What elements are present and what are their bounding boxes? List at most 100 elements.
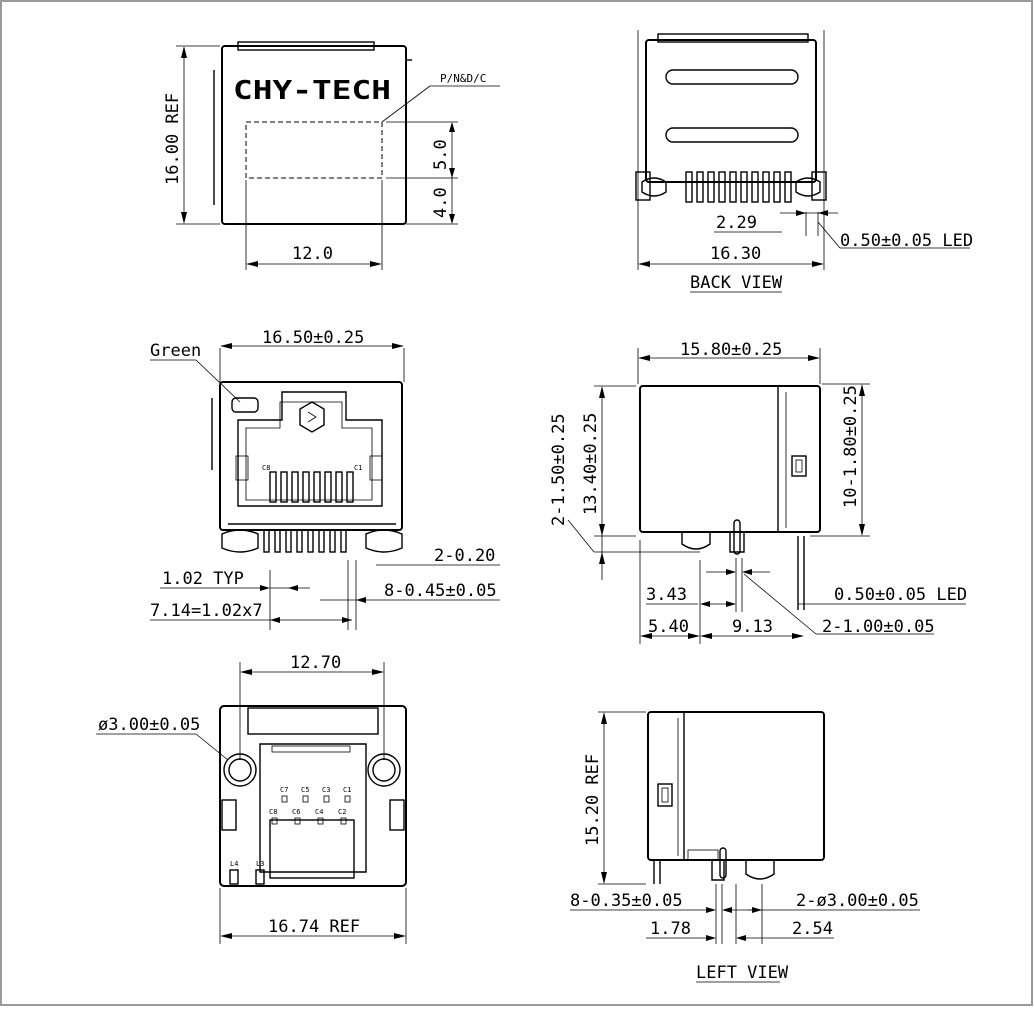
- led-pin-l3: L3: [256, 860, 264, 868]
- back-view: 2.29 0.50±0.05 LED 16.30 BACK VIEW: [635, 30, 973, 293]
- dim-pin-diameter: 8-0.45±0.05: [384, 581, 497, 601]
- dim-left-height: 15.20 REF: [583, 754, 603, 846]
- dim-back-pitch: 2.29: [716, 213, 757, 233]
- left-post: [719, 847, 727, 879]
- front-pin: [340, 529, 347, 553]
- dim-side-post: 2-1.00±0.05: [822, 617, 935, 637]
- dim-hole-spacing: 12.70: [290, 653, 341, 673]
- front-contact: [291, 471, 299, 503]
- front-pins: [263, 529, 347, 553]
- mount-hole-right: [367, 753, 401, 787]
- bottom-pin-pad: [281, 795, 288, 803]
- dim-back-led: 0.50±0.05 LED: [840, 231, 973, 251]
- logo-text: CHY-TECH: [233, 76, 391, 106]
- back-pin: [729, 171, 737, 203]
- left-view-title: LEFT VIEW: [696, 963, 789, 983]
- left-view: 15.20 REF 8-0.35±0.05 2-ø3.00±0.05 1.78 …: [570, 711, 920, 983]
- dim-side-height: 13.40±0.25: [581, 413, 601, 515]
- bottom-pin-label: C2: [338, 808, 346, 816]
- front-pin: [318, 529, 325, 553]
- back-pin: [707, 171, 715, 203]
- bottom-pin-label: C5: [301, 786, 309, 794]
- rj45-opening: [237, 391, 383, 507]
- dim-side-c: 9.13: [732, 617, 773, 637]
- bottom-pin-pad: [323, 795, 330, 803]
- back-slot-bottom: [665, 127, 799, 143]
- back-pin: [718, 171, 726, 203]
- dim-left-pin: 8-0.35±0.05: [570, 891, 683, 911]
- bottom-pin-pad: [302, 795, 309, 803]
- front-pin: [296, 529, 303, 553]
- dim-side-width: 15.80±0.25: [680, 340, 782, 360]
- bottom-pin-label: C7: [280, 786, 288, 794]
- back-view-title: BACK VIEW: [690, 273, 783, 293]
- side-view: 15.80±0.25 13.40±0.25 2-1.50±0.25 10-1.8…: [549, 340, 967, 644]
- front-pin: [329, 529, 336, 553]
- dim-side-b: 5.40: [648, 617, 689, 637]
- front-view: 16.50±0.25 Green C8 C1 2-0.20 1.02 TYP 8…: [150, 328, 500, 630]
- dim-label-offset: 4.0: [431, 187, 451, 218]
- front-pin: [263, 529, 270, 553]
- back-slot-top: [665, 69, 799, 85]
- back-body-outline: [645, 39, 817, 183]
- led-color-label: Green: [150, 341, 201, 361]
- front-contact: [313, 471, 321, 503]
- bottom-pin-label: C6: [292, 808, 300, 816]
- front-contacts: [269, 471, 354, 503]
- dim-pin-width: 2-0.20: [434, 546, 495, 566]
- front-contact: [302, 471, 310, 503]
- dim-left-b: 2.54: [792, 919, 833, 939]
- front-pin: [307, 529, 314, 553]
- back-pin: [762, 171, 770, 203]
- back-pin: [740, 171, 748, 203]
- dim-side-led: 0.50±0.05 LED: [834, 585, 967, 605]
- back-pin: [696, 171, 704, 203]
- latch-icon: [299, 401, 325, 433]
- bottom-pin-pad: [294, 817, 301, 825]
- dim-label-height: 5.0: [431, 139, 451, 170]
- dim-standoff: 2-1.50±0.25: [549, 413, 569, 526]
- back-pins: [685, 171, 792, 203]
- dim-height-16: 16.00 REF: [163, 93, 183, 185]
- front-pin: [274, 529, 281, 553]
- bottom-pin-label: C3: [322, 786, 330, 794]
- back-pin: [784, 171, 792, 203]
- bottom-body-outline: [219, 705, 407, 887]
- dim-label-width: 12.0: [292, 244, 333, 264]
- top-tab: [237, 41, 375, 51]
- back-pin: [751, 171, 759, 203]
- pin-label-c1: C1: [354, 464, 362, 472]
- back-pin: [685, 171, 693, 203]
- top-front-view: CHY-TECH P/N&D/C 16.00 REF 5.0 4.0 12.0: [163, 41, 500, 270]
- back-pin: [773, 171, 781, 203]
- dim-bottom-width: 16.74 REF: [268, 917, 360, 937]
- label-note: P/N&D/C: [440, 72, 486, 85]
- front-contact: [346, 471, 354, 503]
- pin-label-c8: C8: [262, 464, 270, 472]
- top-body-outline: [221, 45, 407, 225]
- dim-pin-pitch: 1.02 TYP: [162, 569, 244, 589]
- front-contact: [269, 471, 277, 503]
- bottom-pin-pad: [271, 817, 278, 825]
- bottom-pin-label: C4: [315, 808, 323, 816]
- front-contact: [324, 471, 332, 503]
- dim-left-post: 2-ø3.00±0.05: [796, 891, 919, 911]
- bottom-pin-pad: [344, 795, 351, 803]
- led-pin-l4: L4: [230, 860, 238, 868]
- side-post: [733, 519, 741, 555]
- left-body-outline: [647, 711, 825, 861]
- dim-pin-span: 7.14=1.02x7: [150, 601, 263, 621]
- dim-led-height: 10-1.80±0.25: [841, 385, 861, 508]
- dim-hole-diameter: ø3.00±0.05: [98, 715, 200, 735]
- dim-front-width: 16.50±0.25: [262, 328, 364, 348]
- dim-side-a: 3.43: [646, 585, 687, 605]
- front-contact: [335, 471, 343, 503]
- front-pin: [285, 529, 292, 553]
- dim-back-width: 16.30: [710, 244, 761, 264]
- bottom-pin-pad: [340, 817, 347, 825]
